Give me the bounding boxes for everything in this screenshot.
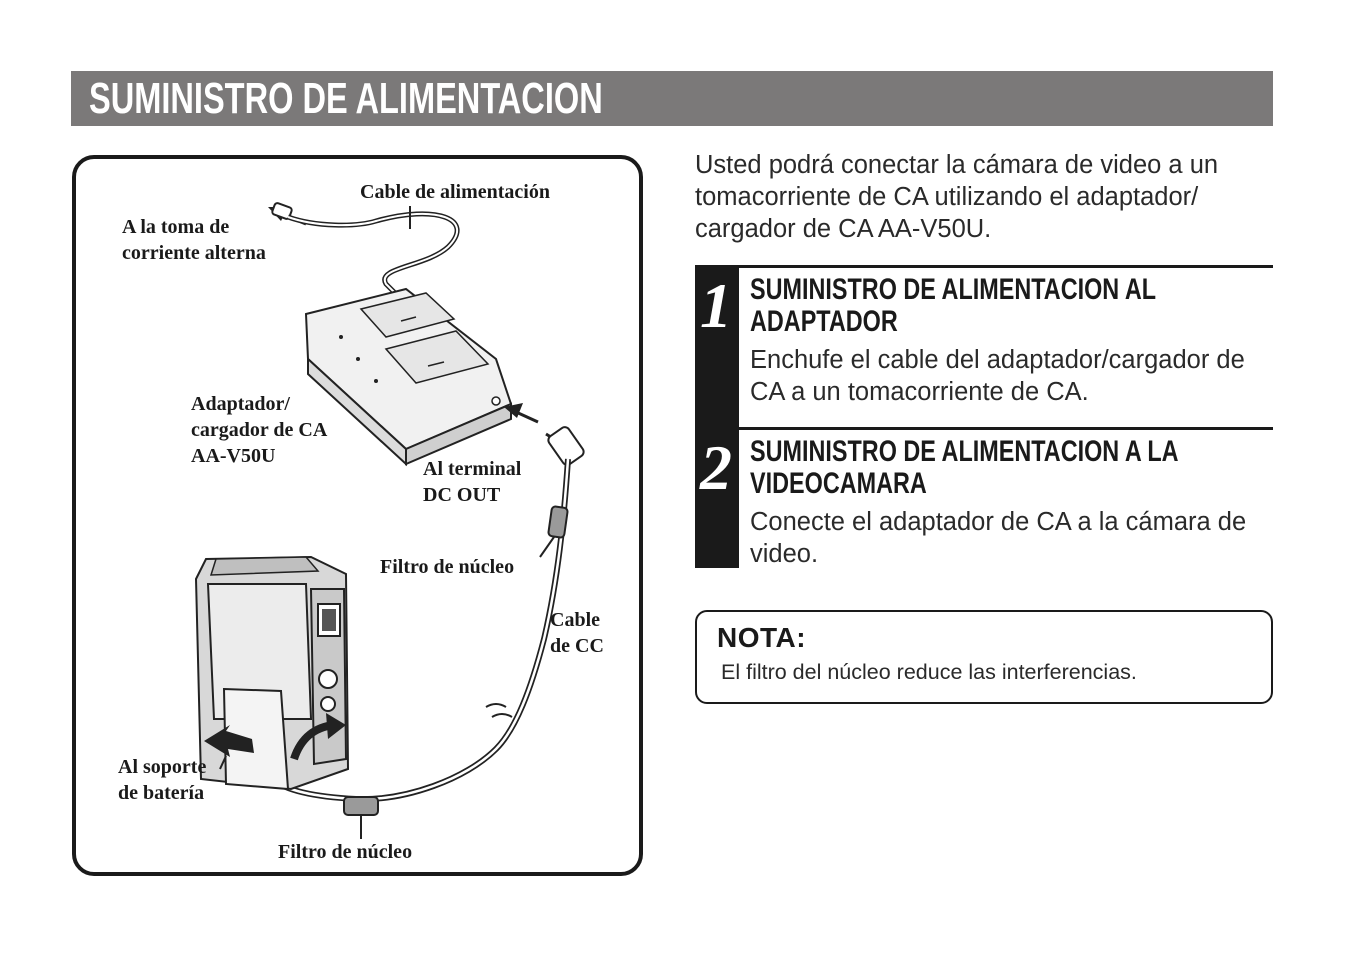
- label-dc-out-line2: DC OUT: [423, 484, 501, 506]
- step-1-bar: [695, 265, 739, 429]
- ac-adapter-charger: [304, 287, 513, 467]
- label-dc-cable-line1: Cable: [550, 609, 600, 631]
- page-title-bar: SUMINISTRO DE ALIMENTACION: [71, 71, 1273, 126]
- step-2-heading: SUMINISTRO DE ALIMENTACION A LA VIDEOCAM…: [750, 435, 1178, 500]
- label-ac-outlet-line1: A la toma de: [122, 216, 230, 238]
- step-1-number: 1: [700, 270, 732, 341]
- label-battery-mount-line1: Al soporte: [118, 756, 207, 778]
- label-ac-outlet-line2: corriente alterna: [122, 242, 266, 264]
- note-box: NOTA: El filtro del núcleo reduce las in…: [695, 610, 1273, 704]
- label-adapter-line2: cargador de CA: [191, 419, 328, 441]
- step-1-body: Enchufe el cable del adaptador/cargador …: [750, 346, 1245, 406]
- label-dc-cable-line2: de CC: [550, 635, 604, 657]
- label-core-filter-bottom: Filtro de núcleo: [278, 841, 413, 863]
- label-adapter-line1: Adaptador/: [191, 393, 290, 415]
- note-text: El filtro del núcleo reduce las interfer…: [721, 660, 1137, 684]
- ac-plug: [271, 202, 293, 220]
- label-dc-out-line1: Al terminal: [423, 458, 522, 480]
- camcorder: [194, 555, 350, 791]
- note-title: NOTA:: [717, 622, 807, 653]
- rotate-arrow-icon: [290, 713, 346, 761]
- label-adapter-line3: AA-V50U: [191, 445, 276, 467]
- core-filter-top: [547, 505, 569, 539]
- step-2-bar: [695, 428, 739, 568]
- arrow-to-dc-out-icon: [504, 403, 539, 424]
- step-2-rule: [739, 427, 1273, 430]
- insert-arrow-icon: [204, 725, 254, 757]
- dc-plug: [545, 426, 585, 466]
- core-filter-bottom: [343, 796, 379, 816]
- connection-illustration: [194, 202, 585, 839]
- step-2-number: 2: [700, 432, 732, 503]
- label-battery-mount-line2: de batería: [118, 782, 205, 804]
- step-1-rule: [739, 265, 1273, 268]
- connection-diagram: Cable de alimentación A la toma de corri…: [72, 155, 643, 876]
- intro-paragraph: Usted podrá conectar la cámara de video …: [695, 151, 1219, 243]
- page-title: SUMINISTRO DE ALIMENTACION: [89, 74, 603, 123]
- step-1-heading: SUMINISTRO DE ALIMENTACION AL ADAPTADOR: [750, 273, 1156, 338]
- label-core-filter-top: Filtro de núcleo: [380, 556, 515, 578]
- label-power-cable: Cable de alimentación: [360, 181, 550, 203]
- step-2-body: Conecte el adaptador de CA a la cámara d…: [750, 508, 1247, 568]
